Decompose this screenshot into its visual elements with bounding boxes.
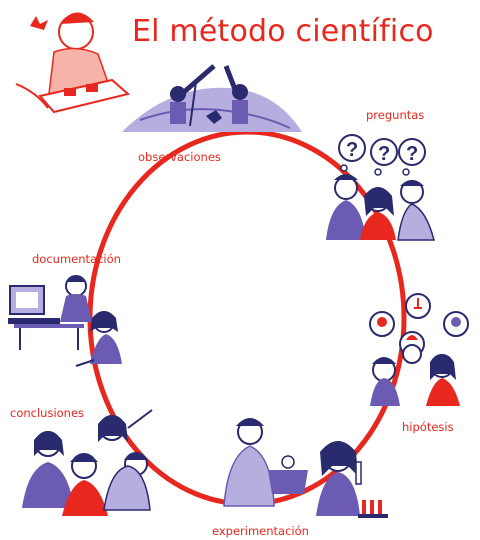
scientist-reading-illustration [15, 12, 131, 114]
question-mark-3: ? [406, 143, 418, 165]
preguntas-illustration: ? ? ? [326, 134, 435, 241]
step-label-hipotesis: hipótesis [402, 420, 454, 434]
observaciones-illustration [122, 64, 302, 132]
diagram-title: El método científico [132, 14, 434, 49]
step-label-preguntas: preguntas [366, 108, 425, 122]
hipotesis-illustration [369, 293, 469, 406]
question-mark-2: ? [378, 143, 390, 165]
experimentacion-illustration [223, 418, 388, 518]
step-label-experimentacion: experimentación [212, 524, 309, 538]
step-label-documentacion: documentación [32, 252, 121, 266]
documentacion-illustration [8, 275, 122, 367]
conclusiones-illustration [22, 409, 153, 516]
question-mark-1: ? [346, 139, 358, 161]
step-label-conclusiones: conclusiones [10, 406, 85, 420]
step-label-observaciones: observaciones [138, 150, 221, 164]
